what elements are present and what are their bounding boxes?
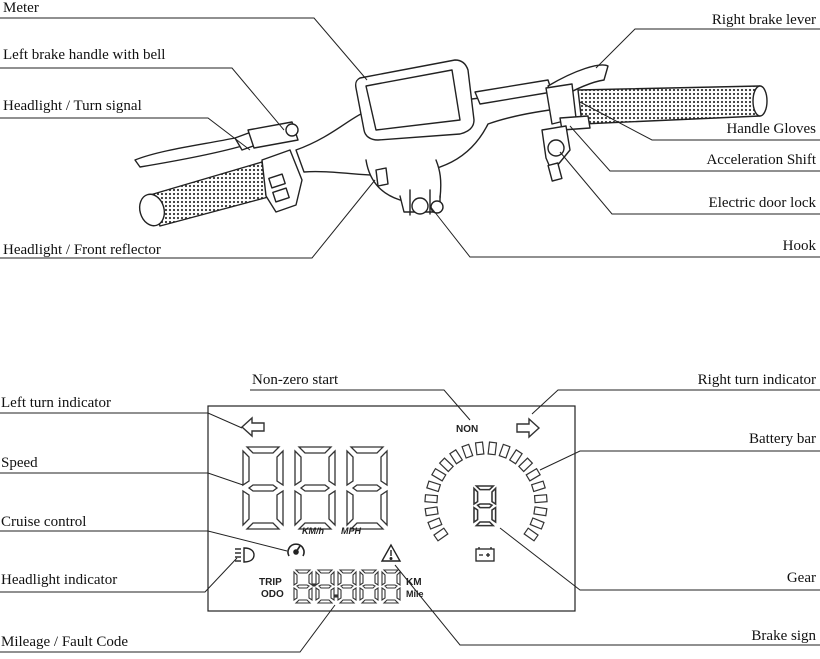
- display-leaders: [0, 389, 820, 653]
- battery-segment: [533, 494, 548, 504]
- right-turn-arrow-icon: [516, 417, 541, 439]
- left-turn-arrow-icon: [240, 416, 265, 438]
- label-handle-gloves: Handle Gloves: [726, 121, 816, 137]
- label-right-turn: Right turn indicator: [697, 372, 816, 388]
- battery-segment: [474, 441, 485, 456]
- label-left-brake: Left brake handle with bell: [3, 47, 166, 63]
- label-battery-bar: Battery bar: [748, 431, 816, 447]
- battery-segment: [518, 457, 534, 473]
- cruise-control-icon: [287, 543, 305, 557]
- lcd-mph-text: MPH: [341, 526, 362, 536]
- battery-segment: [438, 457, 454, 473]
- label-left-turn: Left turn indicator: [1, 395, 111, 411]
- label-headlight-reflector: Headlight / Front reflector: [3, 242, 161, 258]
- label-headlight-turn: Headlight / Turn signal: [3, 98, 142, 114]
- lcd-panel: [207, 405, 576, 612]
- label-door-lock: Electric door lock: [708, 195, 816, 211]
- label-non-zero-start: Non-zero start: [252, 372, 339, 388]
- battery-icon: [475, 547, 495, 562]
- handlebar-leaders: [0, 17, 820, 259]
- battery-segment: [424, 506, 439, 517]
- mileage-digits: [293, 569, 401, 604]
- lcd-mile-text: Mile: [406, 589, 424, 599]
- battery-segment: [461, 443, 474, 459]
- label-headlight-indicator: Headlight indicator: [1, 572, 118, 588]
- lcd-odo-text: ODO: [261, 589, 284, 600]
- battery-segment: [427, 517, 443, 530]
- battery-segment: [487, 441, 498, 456]
- battery-segment: [529, 517, 545, 530]
- label-cruise-control: Cruise control: [1, 514, 87, 530]
- battery-segment: [508, 449, 523, 465]
- battery-segment: [533, 506, 548, 517]
- label-brake-sign: Brake sign: [751, 628, 816, 644]
- battery-segment: [530, 480, 546, 493]
- brake-warning-icon: [380, 543, 402, 562]
- lcd-km-text: KM: [406, 577, 422, 588]
- lcd-kmh-text: KM/h: [302, 526, 324, 536]
- label-accel-shift: Acceleration Shift: [706, 152, 816, 168]
- handlebar-illustration: [134, 59, 768, 227]
- battery-segment: [498, 443, 511, 459]
- battery-segment: [433, 527, 449, 542]
- label-mileage: Mileage / Fault Code: [1, 634, 129, 650]
- battery-segment: [431, 467, 447, 482]
- battery-segment: [426, 480, 442, 493]
- battery-segment: [449, 449, 464, 465]
- lcd-non-text: NON: [456, 424, 478, 435]
- meter-unit: [354, 59, 475, 141]
- battery-bar-segments: [424, 441, 548, 542]
- label-meter: Meter: [3, 0, 39, 16]
- lcd-trip-text: TRIP: [259, 577, 282, 588]
- label-right-brake: Right brake lever: [711, 12, 816, 28]
- label-speed: Speed: [1, 455, 38, 471]
- left-grip: [138, 161, 273, 227]
- left-switch-pod: [247, 121, 303, 213]
- label-gear: Gear: [786, 570, 816, 586]
- battery-segment: [525, 467, 541, 482]
- battery-segment: [424, 494, 439, 504]
- right-assembly: [474, 64, 768, 182]
- battery-segment: [523, 527, 539, 542]
- headlight-icon: [235, 547, 255, 563]
- label-hook: Hook: [782, 238, 816, 254]
